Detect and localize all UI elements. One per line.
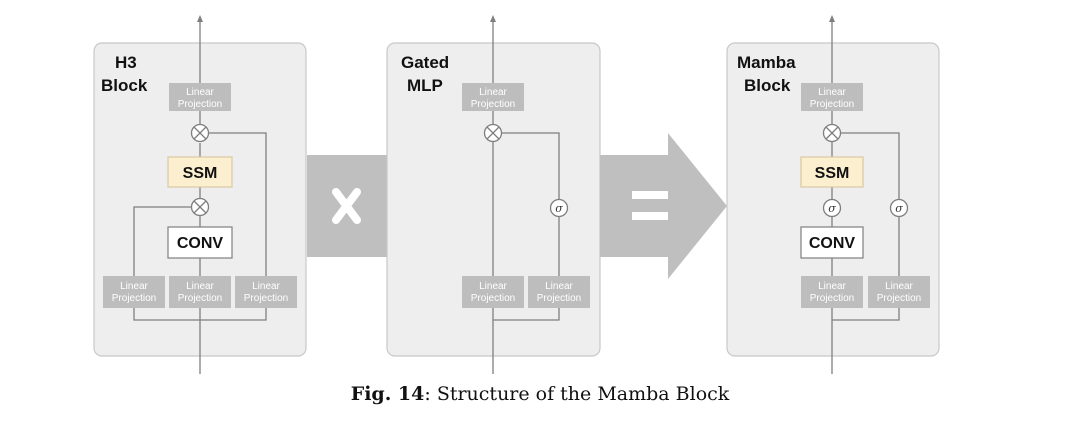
lp-label-line2: Projection xyxy=(178,293,222,304)
mamba-sigma-icon-right: σ xyxy=(889,198,909,218)
equals-arrow xyxy=(600,133,727,279)
arrow-shape xyxy=(600,133,727,279)
h3-title-line1: H3 xyxy=(115,53,137,72)
gated-mlp-block: Gated MLP Linear Projection σ Linear Pro… xyxy=(386,15,601,374)
lp-label-line2: Projection xyxy=(471,293,515,304)
conv-label: CONV xyxy=(809,235,856,252)
lp-label-line2: Projection xyxy=(810,99,854,110)
lp-label-line2: Projection xyxy=(537,293,581,304)
h3-multiply-icon-top xyxy=(190,123,210,143)
mamba-block: Mamba Block Linear Projection SSM σ xyxy=(726,15,940,374)
lp-label-line2: Projection xyxy=(112,293,156,304)
mamba-conv-box: CONV xyxy=(800,226,864,259)
ssm-label: SSM xyxy=(183,165,218,182)
mamba-multiply-icon xyxy=(822,123,842,143)
sigma-label: σ xyxy=(895,202,903,215)
mamba-input-bus xyxy=(832,308,900,321)
times-icon xyxy=(332,188,361,224)
equals-icon xyxy=(632,191,668,220)
lp-label-line1: Linear xyxy=(545,281,573,292)
lp-label-line1: Linear xyxy=(252,281,280,292)
mamba-linear-projection-right: Linear Projection xyxy=(868,276,930,308)
mamba-output-arrowhead xyxy=(829,15,835,22)
gated-gate-wire xyxy=(502,132,560,199)
h3-left-wire xyxy=(133,206,191,276)
h3-conv-box: CONV xyxy=(167,226,233,259)
lp-label-line1: Linear xyxy=(479,87,507,98)
sigma-label: σ xyxy=(828,202,836,215)
lp-label-line2: Projection xyxy=(244,293,288,304)
lp-label-line2: Projection xyxy=(178,99,222,110)
gated-output-arrowhead xyxy=(490,15,496,22)
h3-ssm-box: SSM xyxy=(167,156,233,188)
lp-label-line1: Linear xyxy=(186,281,214,292)
gated-linear-projection-left: Linear Projection xyxy=(462,276,524,308)
h3-block: H3 Block Linear Projection SSM xyxy=(93,15,307,374)
lp-label-line2: Projection xyxy=(810,293,854,304)
caption-text: : Structure of the Mamba Block xyxy=(424,383,730,405)
mamba-ssm-box: SSM xyxy=(800,156,864,188)
sigma-label: σ xyxy=(555,202,563,215)
lp-label-line1: Linear xyxy=(818,87,846,98)
mamba-linear-projection-top: Linear Projection xyxy=(801,83,863,111)
mamba-sigma-icon-center: σ xyxy=(822,198,842,218)
lp-label-line2: Projection xyxy=(877,293,921,304)
lp-label-line1: Linear xyxy=(885,281,913,292)
lp-label-line1: Linear xyxy=(186,87,214,98)
ssm-label: SSM xyxy=(815,165,850,182)
lp-label-line1: Linear xyxy=(479,281,507,292)
figure-caption: Fig. 14: Structure of the Mamba Block xyxy=(0,383,1080,405)
caption-label: Fig. 14 xyxy=(350,383,425,405)
mamba-title-line2: Block xyxy=(744,76,791,95)
gated-title-line1: Gated xyxy=(401,53,449,72)
h3-gate-wire xyxy=(209,132,267,276)
h3-linear-projection-top: Linear Projection xyxy=(169,83,231,111)
mamba-gate-wire xyxy=(841,132,900,199)
lp-label-line1: Linear xyxy=(818,281,846,292)
mamba-structure-diagram: H3 Block Linear Projection SSM xyxy=(93,15,940,374)
lp-label-line1: Linear xyxy=(120,281,148,292)
gated-linear-projection-top: Linear Projection xyxy=(462,83,524,111)
times-operator xyxy=(307,155,387,257)
conv-label: CONV xyxy=(177,235,224,252)
h3-linear-projection-right: Linear Projection xyxy=(235,276,297,308)
h3-title-line2: Block xyxy=(101,76,148,95)
gated-multiply-icon xyxy=(483,123,503,143)
gated-title-line2: MLP xyxy=(407,76,443,95)
lp-label-line2: Projection xyxy=(471,99,515,110)
gated-input-bus xyxy=(493,308,560,321)
h3-linear-projection-center: Linear Projection xyxy=(169,276,231,308)
gated-sigma-icon: σ xyxy=(549,198,569,218)
h3-multiply-icon-bottom xyxy=(190,197,210,217)
gated-linear-projection-right: Linear Projection xyxy=(528,276,590,308)
h3-output-arrowhead xyxy=(197,15,203,22)
h3-linear-projection-left: Linear Projection xyxy=(103,276,165,308)
h3-input-bus xyxy=(133,308,267,321)
mamba-linear-projection-left: Linear Projection xyxy=(801,276,863,308)
mamba-title-line1: Mamba xyxy=(737,53,796,72)
